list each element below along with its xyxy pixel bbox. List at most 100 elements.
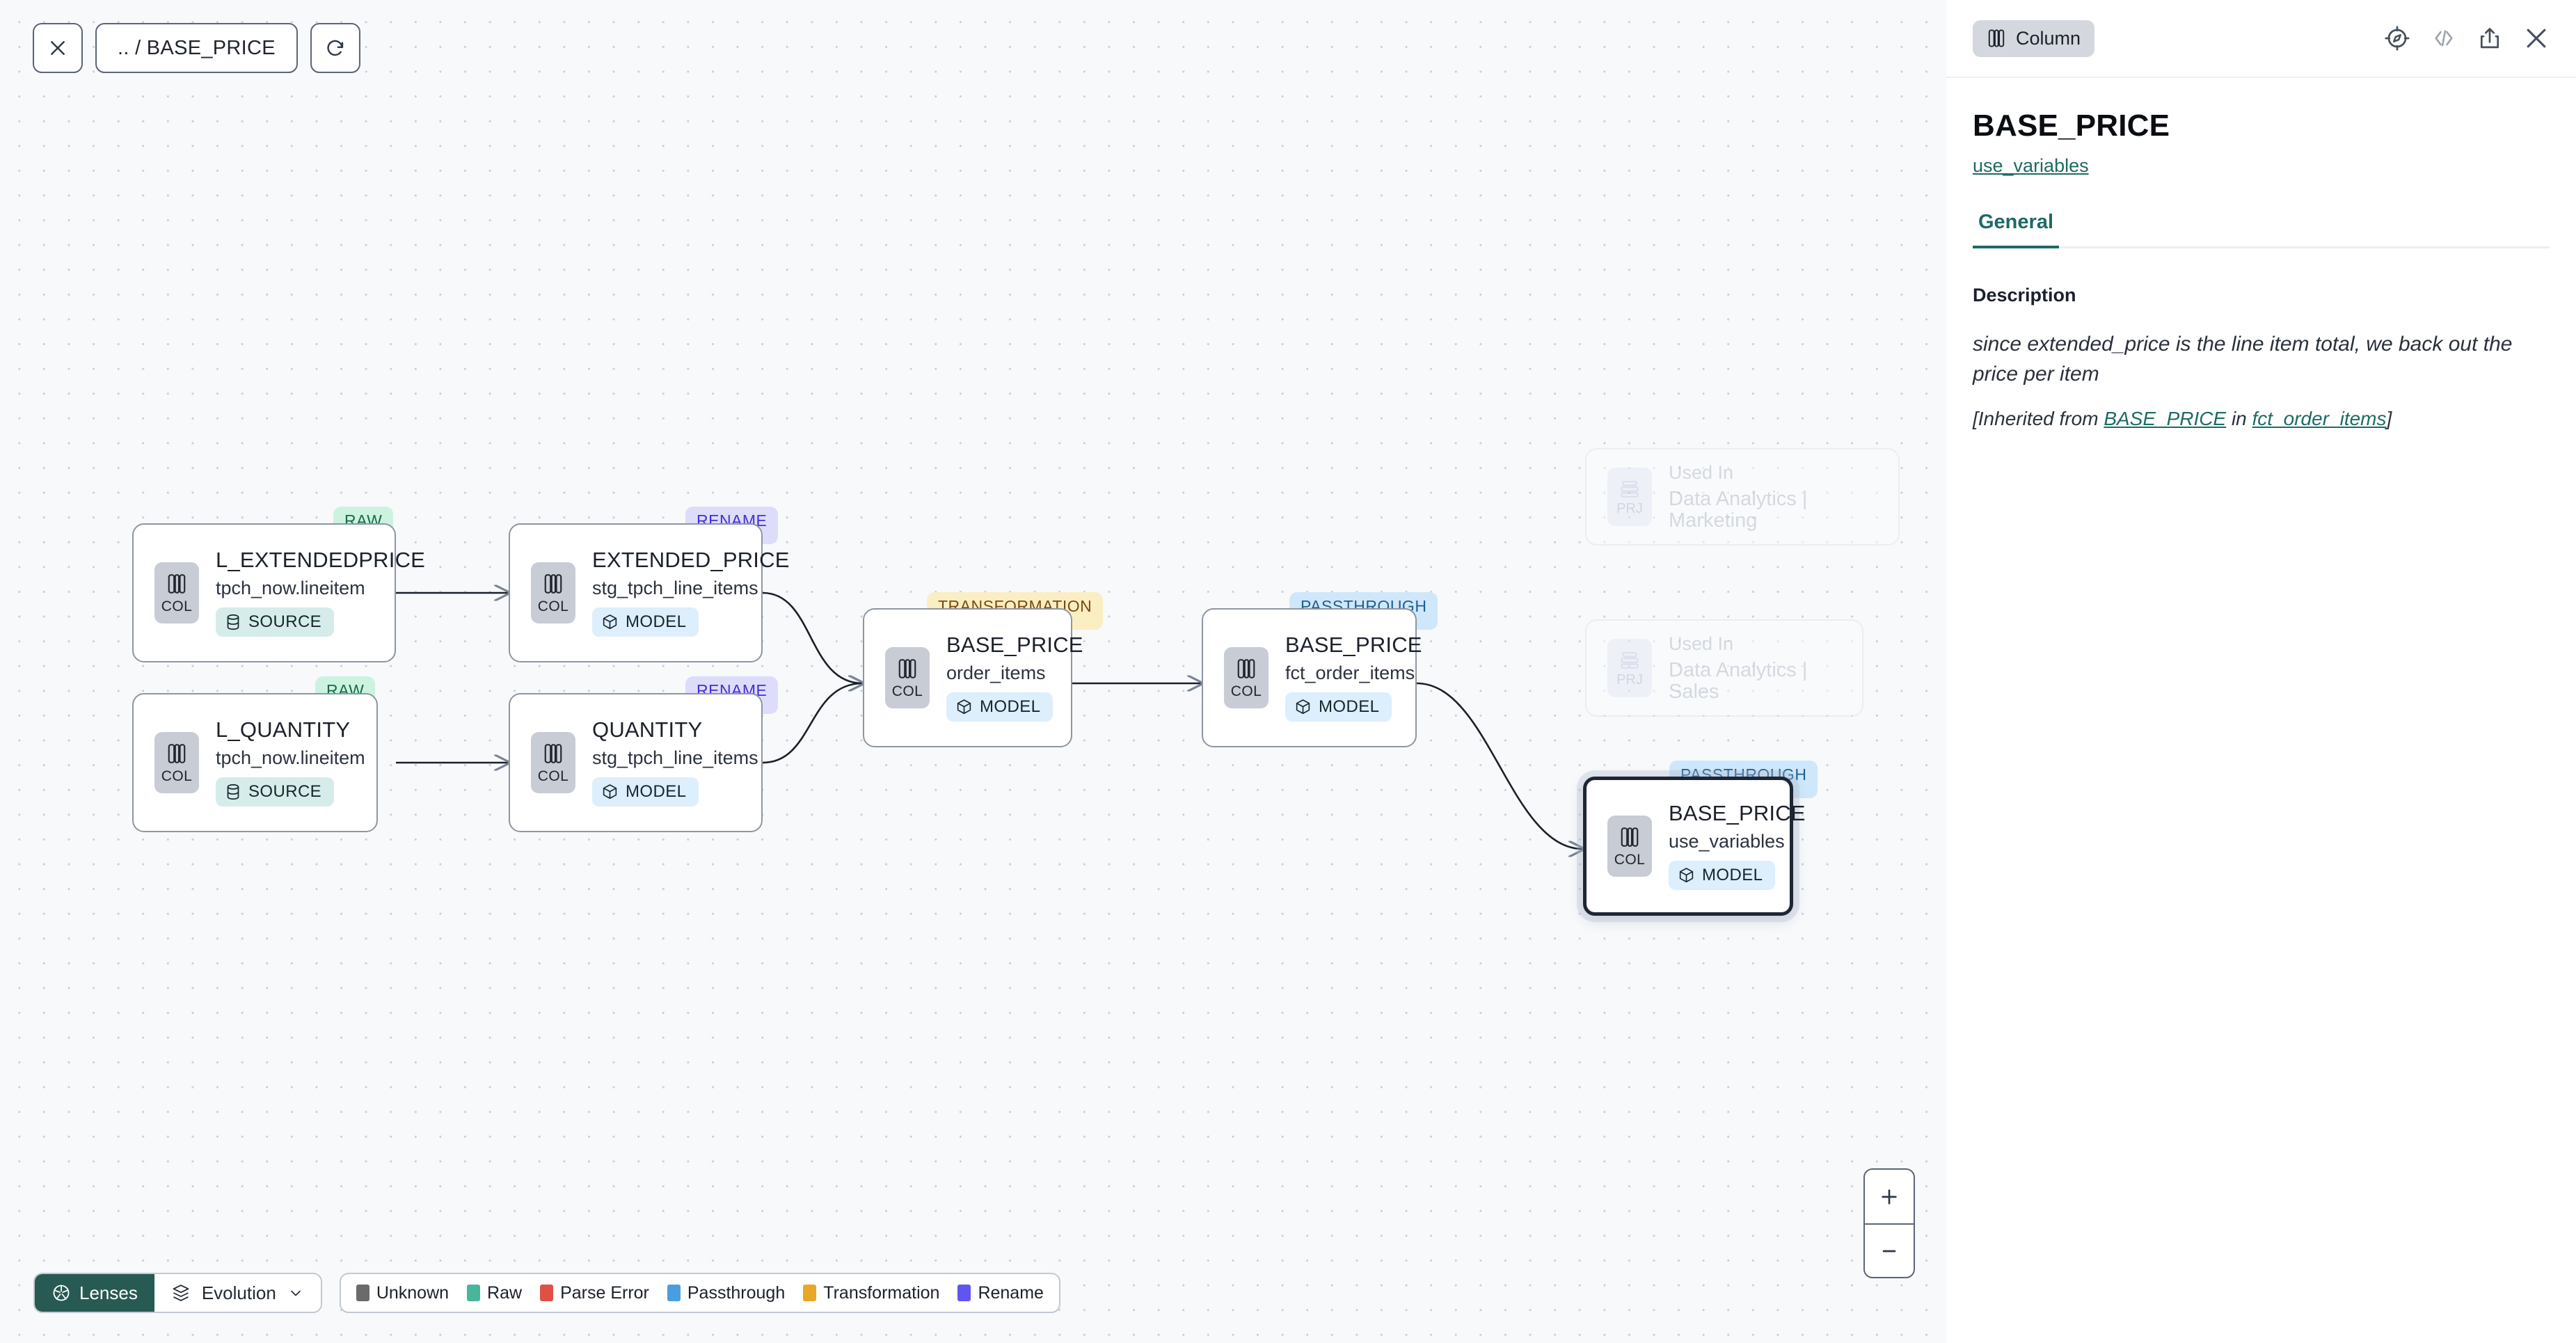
node-chip-label: MODEL xyxy=(626,612,687,632)
explore-button[interactable] xyxy=(2384,25,2410,51)
used-in-name: Data Analytics | Sales xyxy=(1669,659,1808,703)
legend-swatch-rename xyxy=(957,1285,971,1301)
column-icon-box: COL xyxy=(1607,816,1652,877)
canvas-bottom-toolbar: Lenses Evolution Unkno xyxy=(33,1273,1060,1313)
column-icon-box: COL xyxy=(531,562,575,623)
legend-item-parse-error: Parse Error xyxy=(540,1283,649,1303)
node-title: QUANTITY xyxy=(592,717,703,742)
cube-icon xyxy=(1296,699,1310,715)
layers-icon xyxy=(173,1285,189,1301)
entity-kind-label: Column xyxy=(2016,27,2081,49)
lineage-node-order-items[interactable]: COL BASE_PRICE order_items MODEL xyxy=(863,608,1083,747)
legend-item-passthrough: Passthrough xyxy=(667,1283,785,1303)
used-in-card-marketing[interactable]: PRJ Used In Data Analytics | Marketing xyxy=(1585,448,1900,546)
cube-icon xyxy=(603,614,617,630)
parent-model-link[interactable]: use_variables xyxy=(1973,155,2089,176)
evolution-label: Evolution xyxy=(201,1282,276,1303)
lineage-canvas[interactable]: .. / BASE_PRICE PRJ Used In xyxy=(0,0,1946,1343)
refresh-icon xyxy=(327,40,344,56)
lineage-node-use-variables[interactable]: COL BASE_PRICE use_variables MODEL xyxy=(1583,777,1806,916)
inherited-column-link[interactable]: BASE_PRICE xyxy=(2104,407,2227,429)
close-panel-button[interactable] xyxy=(2523,25,2550,51)
cube-icon xyxy=(957,699,971,715)
breadcrumb-button[interactable]: .. / BASE_PRICE xyxy=(95,23,298,73)
zoom-in-button[interactable] xyxy=(1865,1170,1914,1223)
node-title: L_EXTENDEDPRICE xyxy=(216,547,426,572)
legend-label: Unknown xyxy=(376,1282,450,1303)
code-icon xyxy=(2435,30,2453,47)
column-icon-label: COL xyxy=(537,598,569,614)
column-icon-box: COL xyxy=(1224,647,1269,708)
node-chip-label: SOURCE xyxy=(248,782,322,802)
evolution-dropdown[interactable]: Evolution xyxy=(154,1274,321,1312)
entity-kind-pill: Column xyxy=(1973,19,2095,57)
description-text: since extended_price is the line item to… xyxy=(1973,333,2513,386)
zoom-out-button[interactable] xyxy=(1865,1223,1914,1277)
column-icon xyxy=(168,574,186,594)
node-subtitle: stg_tpch_line_items xyxy=(592,747,758,769)
column-icon xyxy=(168,744,186,763)
legend-label: Rename xyxy=(978,1282,1044,1303)
cube-icon xyxy=(603,784,617,800)
node-body: BASE_PRICE order_items MODEL xyxy=(946,633,1083,722)
used-in-body: Used In Data Analytics | Sales xyxy=(1669,634,1862,702)
share-button[interactable] xyxy=(2477,26,2502,51)
used-in-body: Used In Data Analytics | Marketing xyxy=(1669,463,1898,531)
close-lineage-button[interactable] xyxy=(33,23,83,73)
lineage-node-l-quantity[interactable]: COL L_QUANTITY tpch_now.lineitem SOURCE xyxy=(132,693,378,832)
node-chip-label: MODEL xyxy=(626,782,687,802)
used-in-card-sales[interactable]: PRJ Used In Data Analytics | Sales xyxy=(1585,619,1863,717)
lenses-label: Lenses xyxy=(79,1282,138,1303)
node-title: EXTENDED_PRICE xyxy=(592,547,790,572)
legend-swatch-unknown xyxy=(356,1285,369,1301)
legend-label: Parse Error xyxy=(560,1282,649,1303)
column-icon-box: COL xyxy=(885,647,930,708)
lenses-button[interactable]: Lenses xyxy=(35,1274,154,1312)
node-chip-label: MODEL xyxy=(1702,866,1763,885)
legend-swatch-transformation xyxy=(803,1285,817,1301)
node-chip-label: SOURCE xyxy=(248,612,322,632)
column-icon-label: COL xyxy=(537,768,569,784)
used-in-label: Used In xyxy=(1669,633,1734,654)
node-chip-source: SOURCE xyxy=(216,607,335,637)
lineage-node-extended-price[interactable]: COL EXTENDED_PRICE stg_tpch_line_items M… xyxy=(509,523,789,662)
node-subtitle: tpch_now.lineitem xyxy=(216,578,365,599)
canvas-toolbar: .. / BASE_PRICE xyxy=(33,23,360,73)
node-chip-model: MODEL xyxy=(592,607,699,637)
legend-swatch-parse-error xyxy=(540,1285,554,1301)
view-code-button[interactable] xyxy=(2431,26,2456,51)
column-icon xyxy=(544,574,562,594)
column-icon-box: COL xyxy=(154,562,199,623)
column-icon-label: COL xyxy=(1614,852,1646,868)
details-panel-header: Column xyxy=(1946,0,2576,78)
column-icon-label: COL xyxy=(891,683,923,699)
column-icon xyxy=(1237,659,1255,678)
legend-swatch-raw xyxy=(467,1285,481,1301)
legend-item-transformation: Transformation xyxy=(803,1283,939,1303)
node-body: BASE_PRICE fct_order_items MODEL xyxy=(1285,633,1422,722)
tab-general[interactable]: General xyxy=(1973,211,2074,248)
node-subtitle: tpch_now.lineitem xyxy=(216,747,365,769)
lineage-node-l-extendedprice[interactable]: COL L_EXTENDEDPRICE tpch_now.lineitem SO… xyxy=(132,523,425,662)
lineage-node-quantity[interactable]: COL QUANTITY stg_tpch_line_items MODEL xyxy=(509,693,763,832)
inherited-model-link[interactable]: fct_order_items xyxy=(2252,407,2387,429)
lineage-node-fct-order-items[interactable]: COL BASE_PRICE fct_order_items MODEL xyxy=(1202,608,1422,747)
minus-icon xyxy=(1882,1250,1896,1252)
column-icon xyxy=(544,744,562,763)
details-tabs: General xyxy=(1973,211,2550,248)
lineage-legend: Unknown Raw Parse Error Passthrough Tran… xyxy=(339,1273,1060,1313)
refresh-button[interactable] xyxy=(310,23,360,73)
project-icon xyxy=(1621,480,1639,498)
used-in-label: Used In xyxy=(1669,461,1734,483)
node-title: L_QUANTITY xyxy=(216,717,351,742)
node-body: QUANTITY stg_tpch_line_items MODEL xyxy=(592,717,758,807)
used-in-name: Data Analytics | Marketing xyxy=(1669,488,1808,532)
details-panel: Column xyxy=(1946,0,2576,1343)
explore-icon xyxy=(2385,26,2410,51)
node-subtitle: use_variables xyxy=(1669,831,1785,852)
column-icon-label: COL xyxy=(161,598,193,614)
column-icon-box: COL xyxy=(154,732,199,793)
database-icon xyxy=(227,614,239,630)
project-icon-box: PRJ xyxy=(1607,639,1652,697)
page-title: BASE_PRICE xyxy=(1973,109,2170,143)
